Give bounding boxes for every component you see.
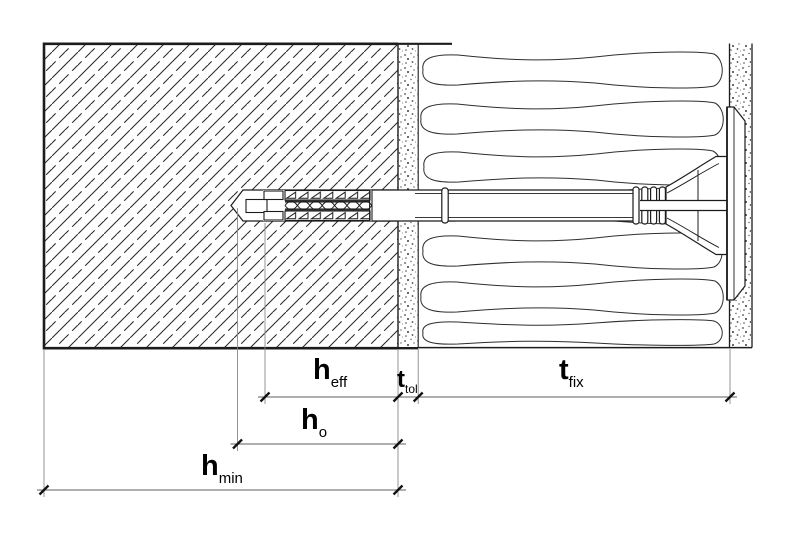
- label-t-fix: tfix: [559, 354, 584, 391]
- label-h-o: ho: [301, 404, 327, 441]
- label-h-eff-main: h: [313, 354, 331, 386]
- anchor-plate: [726, 106, 746, 301]
- plug-collar-bottom: [263, 210, 284, 221]
- label-h-min-main: h: [201, 450, 219, 482]
- label-t-tol: ttol: [397, 366, 418, 396]
- dimension-ticks: [38, 391, 736, 496]
- label-h-min: hmin: [201, 450, 243, 487]
- anchor-sleeve: [372, 187, 633, 224]
- dimension-lines: [37, 396, 737, 491]
- extension-lines: [43, 208, 731, 497]
- label-t-tol-sub: tol: [405, 382, 418, 396]
- label-h-o-main: h: [301, 404, 319, 436]
- sleeve-collar-ring: [441, 187, 449, 224]
- label-h-o-sub: o: [318, 424, 328, 441]
- label-h-eff: heff: [313, 354, 347, 391]
- anchor-pin: [640, 199, 727, 212]
- label-h-eff-sub: eff: [330, 374, 348, 391]
- label-h-min-sub: min: [218, 470, 243, 487]
- plug-teeth-bottom: [284, 210, 371, 222]
- label-t-fix-main: t: [559, 354, 569, 386]
- label-t-tol-main: t: [397, 366, 405, 393]
- screw-tip: [245, 198, 268, 214]
- plug-wave-2: [284, 200, 373, 211]
- plug-collar-top: [263, 190, 284, 201]
- plug-teeth-top: [284, 189, 371, 201]
- label-t-fix-sub: fix: [568, 374, 584, 391]
- plug-wave-1: [284, 200, 373, 211]
- wall-outline: [42, 42, 398, 350]
- expansion-plug: [245, 189, 373, 222]
